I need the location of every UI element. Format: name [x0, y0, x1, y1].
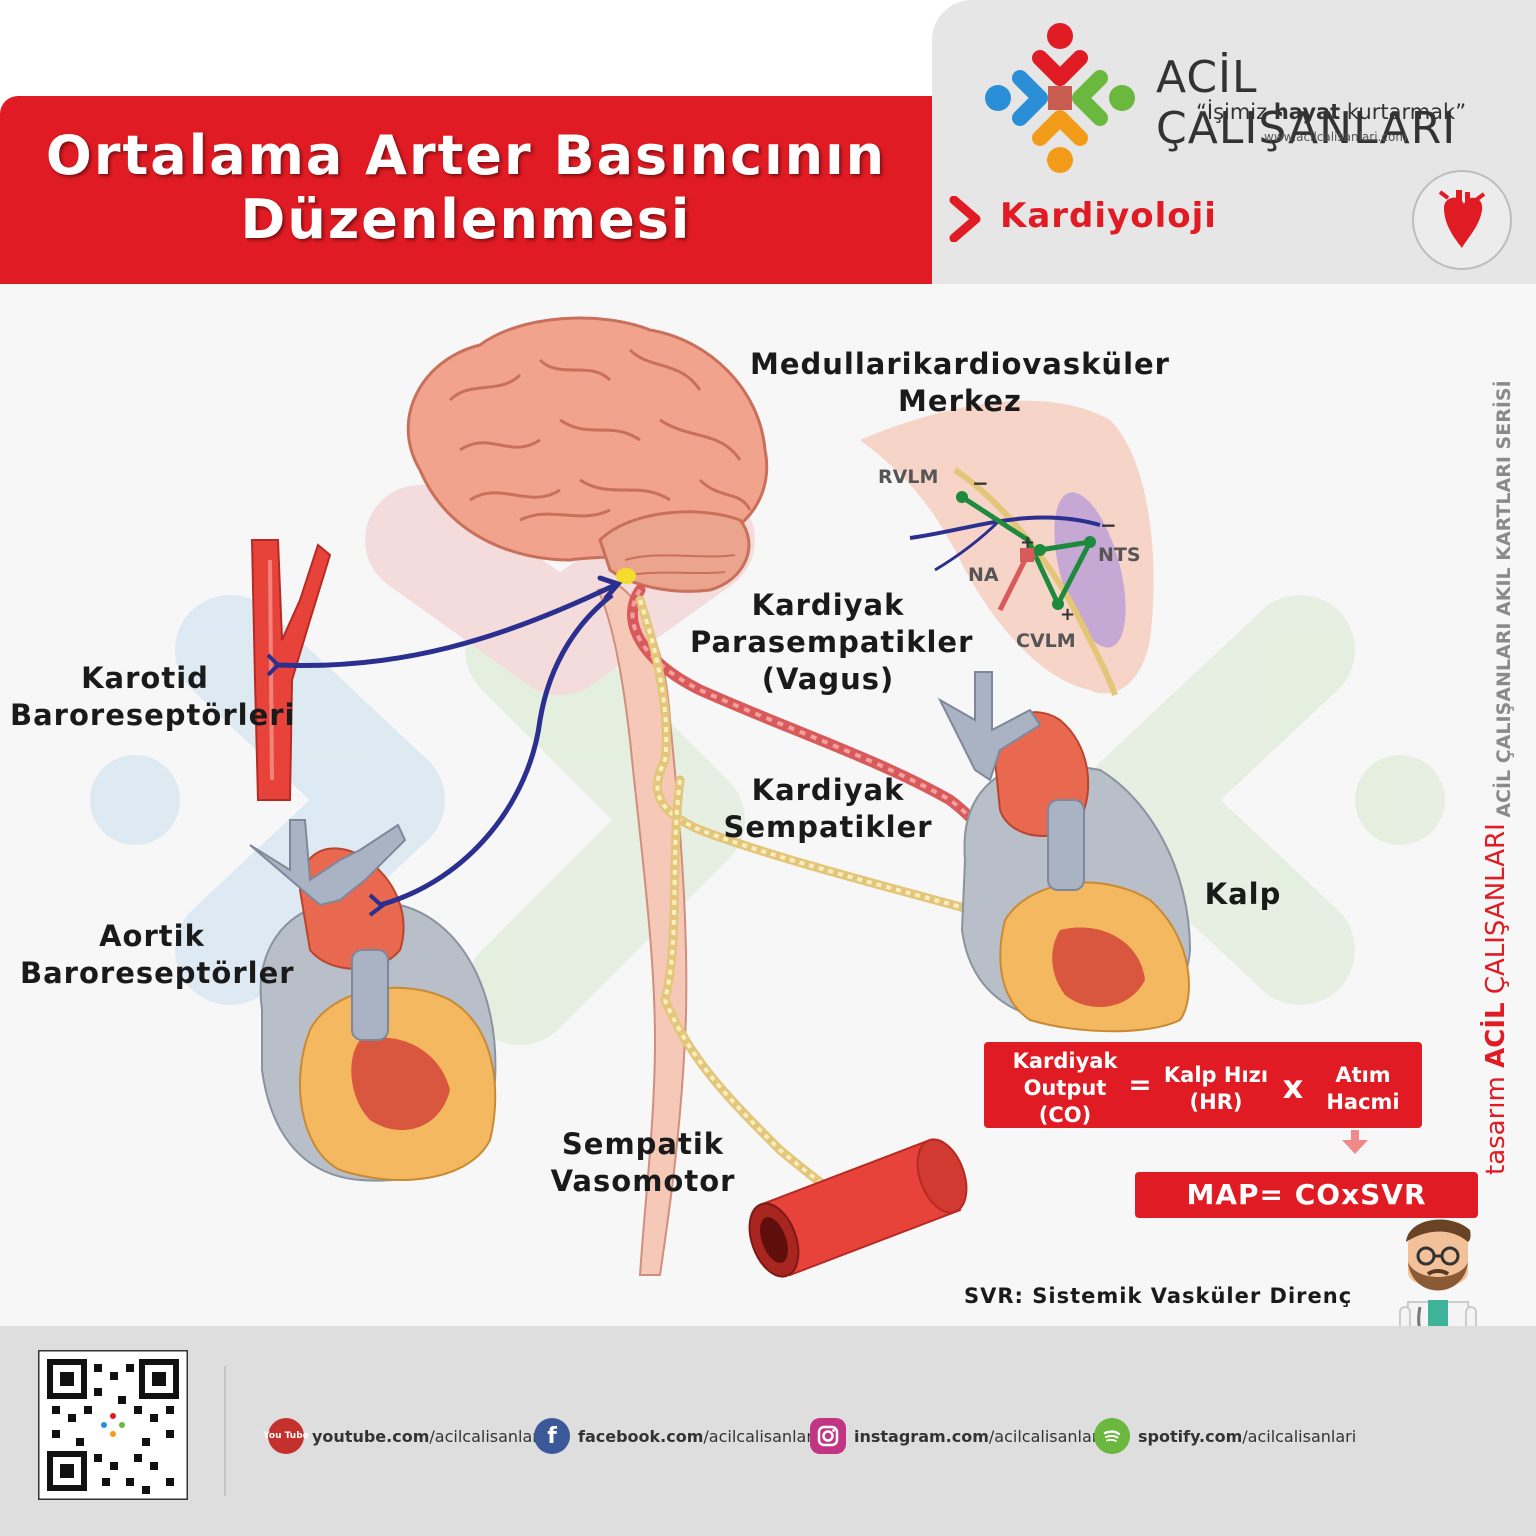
- heart-icon: [1412, 170, 1512, 270]
- svr-definition: SVR: Sistemik Vasküler Direnç: [964, 1284, 1353, 1308]
- label-line: Baroreseptörler: [20, 956, 295, 990]
- kalp-heart-illustration: [937, 671, 1192, 1033]
- slogan-part: “İşimiz: [1196, 100, 1274, 124]
- chevron-right-icon: [949, 196, 981, 242]
- formula-line: (CO): [1038, 1103, 1092, 1127]
- label-line: Sempatikler: [723, 810, 933, 844]
- instagram-domain: instagram.com: [854, 1426, 989, 1446]
- label-line: Aortik: [99, 919, 205, 953]
- instagram-path: /acilcalisanlari: [988, 1426, 1103, 1446]
- title-line-1: Ortalama Arter Basıncının: [45, 124, 887, 187]
- label-line: Medullarikardiovasküler: [750, 347, 1170, 381]
- qr-code[interactable]: [38, 1350, 188, 1500]
- brand-logo-icon: [985, 23, 1135, 173]
- inset-plus-2: +: [1060, 604, 1075, 625]
- label-sympathetic-vasomotor: Sempatik Vasomotor: [540, 1126, 746, 1200]
- label-line: Sempatik: [561, 1127, 725, 1161]
- formula-equals: =: [1128, 1068, 1152, 1101]
- label-rvlm: RVLM: [878, 466, 939, 488]
- label-line: Merkez: [898, 384, 1022, 418]
- label-line: Kardiyak: [751, 588, 905, 622]
- main-background: [0, 284, 1536, 1326]
- formula-line: (HR): [1189, 1090, 1243, 1114]
- inset-minus-1: −: [972, 471, 989, 495]
- brand-name: ACİL ÇALIŞANLARI: [1156, 52, 1457, 154]
- label-line: Vasomotor: [550, 1164, 736, 1198]
- label-line: Parasempatikler: [690, 625, 974, 659]
- brand-url: www.acilcalisanlari.com: [1264, 130, 1408, 144]
- inset-plus-1: +: [1020, 532, 1035, 553]
- footer-bar: [0, 1326, 1536, 1536]
- facebook-icon: f: [534, 1418, 570, 1454]
- facebook-domain: facebook.com: [578, 1426, 704, 1446]
- blood-vessel-illustration: [748, 1138, 968, 1278]
- label-line: Baroreseptörleri: [10, 698, 296, 732]
- label-cvlm: CVLM: [1016, 630, 1076, 652]
- spotify-domain: spotify.com: [1138, 1426, 1243, 1446]
- map-formula: MAP= COxSVR: [1135, 1172, 1478, 1218]
- footer-divider: [224, 1366, 226, 1496]
- formula-times: x: [1282, 1068, 1304, 1106]
- formula-stroke-volume: Atım Hacmi: [1310, 1062, 1416, 1116]
- medulla-inset: [860, 400, 1154, 696]
- label-cardiac-sympathetics: Kardiyak Sempatikler: [716, 772, 940, 846]
- facebook-link[interactable]: f facebook.com/acilcalisanlari: [534, 1418, 817, 1454]
- formula-line: Hacmi: [1326, 1090, 1400, 1114]
- instagram-icon: [810, 1418, 846, 1454]
- arrow-down-icon: [1342, 1130, 1368, 1154]
- youtube-domain: youtube.com: [312, 1426, 430, 1446]
- title-banner: [0, 96, 932, 284]
- afferent-nerves: [266, 575, 623, 917]
- spotify-path: /acilcalisanlari: [1242, 1426, 1357, 1446]
- brand-slogan: “İşimiz hayat kurtarmak”: [1196, 100, 1466, 124]
- sympathetic-nerves: [635, 595, 995, 1205]
- spotify-icon: [1094, 1418, 1130, 1454]
- baroreflex-diagram: − − + +: [90, 316, 1445, 1278]
- category-label: Kardiyoloji: [1000, 196, 1217, 236]
- formula-line: Kardiyak: [1012, 1049, 1118, 1073]
- youtube-path: /acilcalisanlari: [429, 1426, 544, 1446]
- label-line: Karotid: [81, 661, 209, 695]
- slogan-bold: hayat: [1273, 100, 1341, 124]
- formula-line: Kalp Hızı: [1163, 1063, 1269, 1087]
- formula-hr: Kalp Hızı (HR): [1156, 1062, 1276, 1116]
- title-line-2: Düzenlenmesi: [240, 188, 692, 251]
- youtube-icon: You Tube: [263, 1418, 309, 1454]
- label-aortic-baroreceptors: Aortik Baroreseptörler: [20, 918, 295, 992]
- label-carotid-baroreceptors: Karotid Baroreseptörleri: [10, 660, 296, 734]
- label-line: (Vagus): [761, 662, 895, 696]
- slogan-part: kurtarmak”: [1340, 100, 1467, 124]
- label-medullary-center: Medullarikardiovasküler Merkez: [740, 346, 1180, 420]
- formula-line: Atım: [1335, 1063, 1391, 1087]
- inset-minus-2: −: [1100, 513, 1117, 537]
- label-cardiac-parasympathetics: Kardiyak Parasempatikler (Vagus): [690, 587, 974, 698]
- page-title: Ortalama Arter Basıncının Düzenlenmesi: [0, 124, 932, 252]
- youtube-link[interactable]: You Tube youtube.com/acilcalisanlari: [263, 1418, 544, 1454]
- label-line: Kardiyak: [751, 773, 905, 807]
- label-heart: Kalp: [1204, 877, 1282, 911]
- instagram-link[interactable]: instagram.com/acilcalisanlari: [810, 1418, 1103, 1454]
- label-na: NA: [968, 564, 999, 586]
- spotify-link[interactable]: spotify.com/acilcalisanlari: [1094, 1418, 1356, 1454]
- formula-co: Kardiyak Output (CO): [1000, 1048, 1130, 1129]
- brain-illustration: [406, 316, 769, 593]
- formula-line: Output: [1023, 1076, 1107, 1100]
- cardiac-output-formula: Kardiyak Output (CO) = Kalp Hızı (HR) x …: [984, 1042, 1422, 1128]
- label-nts: NTS: [1098, 544, 1141, 566]
- aortic-heart-illustration: [249, 819, 497, 1182]
- facebook-path: /acilcalisanlari: [703, 1426, 818, 1446]
